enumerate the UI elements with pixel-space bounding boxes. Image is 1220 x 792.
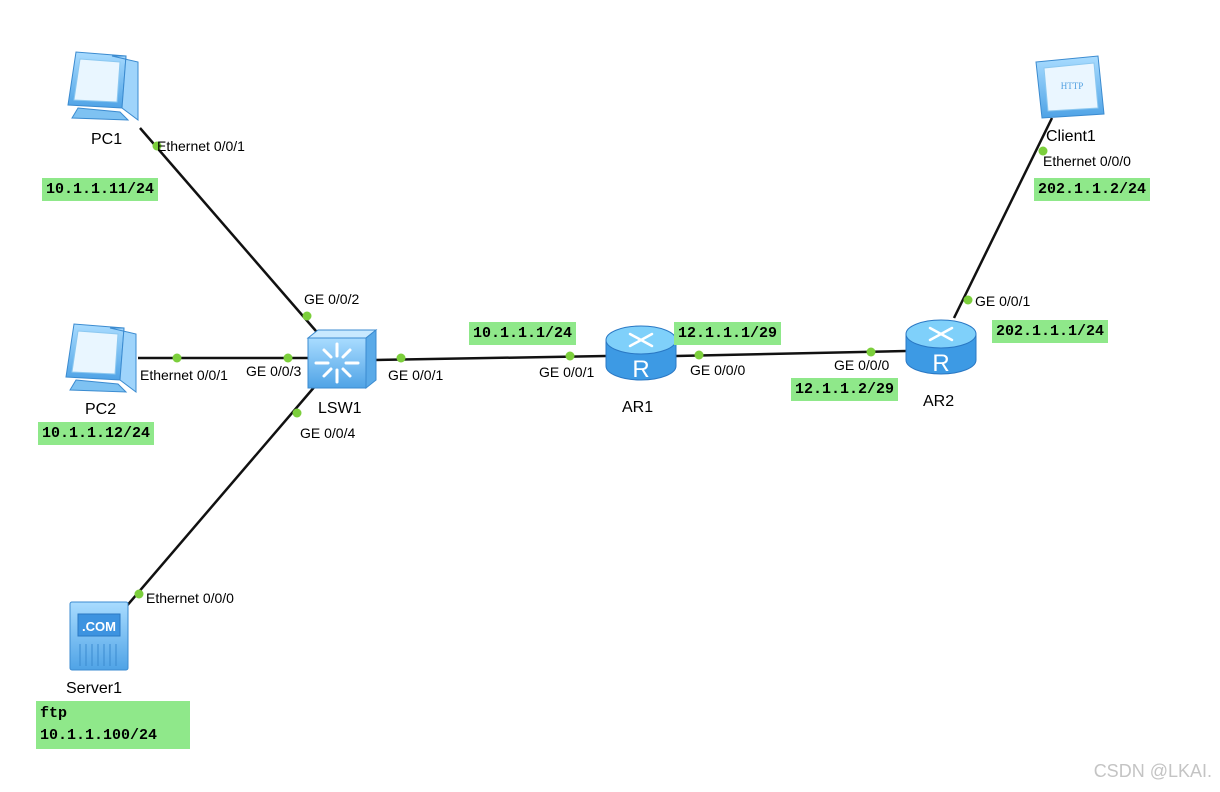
- port-dot-pc2[interactable]: [172, 353, 182, 363]
- port-dot-ar2-g1[interactable]: [963, 295, 973, 305]
- link-ar2-client1[interactable]: [952, 117, 1054, 319]
- pc1-ip-box: 10.1.1.11/24: [42, 178, 159, 201]
- ar2-ip-right-box: 202.1.1.1/24: [992, 320, 1109, 343]
- ar1-label: AR1: [622, 399, 654, 416]
- port-dot-lsw1-g4[interactable]: [292, 408, 302, 418]
- server1-port-label: Ethernet 0/0/0: [146, 590, 234, 606]
- port-dot-pc1[interactable]: [152, 141, 162, 151]
- pc2-ip-box: 10.1.1.12/24: [38, 422, 155, 445]
- client1-label: Client1: [1046, 128, 1096, 145]
- client1-screen-text: HTTP: [1061, 81, 1084, 91]
- ar1-g0-label: GE 0/0/0: [690, 362, 746, 378]
- pc2-label: PC2: [85, 401, 117, 418]
- port-dot-lsw1-g1[interactable]: [396, 353, 406, 363]
- ar1-ip-right-box: 12.1.1.1/29: [674, 322, 782, 345]
- lsw1-g1-label: GE 0/0/1: [388, 367, 444, 383]
- port-dot-ar2-g0[interactable]: [866, 347, 876, 357]
- client1-icon[interactable]: HTTP: [1035, 55, 1105, 119]
- client1-ip-box: 202.1.1.2/24: [1034, 178, 1151, 201]
- ar1-glyph: R: [632, 356, 649, 383]
- server1-label: Server1: [66, 680, 123, 697]
- port-dot-ar1-g1[interactable]: [565, 351, 575, 361]
- server-logo-text: .COM: [82, 619, 116, 634]
- server1-service-text: ftp: [40, 705, 68, 722]
- lsw1-g4-label: GE 0/0/4: [300, 425, 356, 441]
- ar1-icon[interactable]: R: [605, 325, 677, 383]
- client1-port-label: Ethernet 0/0/0: [1043, 153, 1131, 169]
- ar2-icon[interactable]: R: [905, 319, 977, 377]
- server1-icon[interactable]: .COM: [69, 601, 129, 671]
- port-dot-lsw1-g2[interactable]: [302, 311, 312, 321]
- port-dot-client1[interactable]: [1038, 146, 1048, 156]
- port-dot-ar1-g0[interactable]: [694, 350, 704, 360]
- watermark: CSDN @LKAI.: [1093, 761, 1212, 781]
- pc2-icon[interactable]: [65, 323, 137, 393]
- lsw1-g2-label: GE 0/0/2: [304, 291, 360, 307]
- ar2-label: AR2: [923, 393, 955, 410]
- ar1-g1-label: GE 0/0/1: [539, 364, 595, 380]
- link-pc1-lsw1[interactable]: [139, 127, 323, 339]
- ar2-ip-left-box: 12.1.1.2/29: [791, 378, 899, 401]
- pc1-icon[interactable]: [67, 51, 139, 121]
- pc2-port-label: Ethernet 0/0/1: [140, 367, 228, 383]
- port-dots: [134, 141, 1048, 599]
- pc1-label: PC1: [91, 131, 123, 148]
- port-dot-lsw1-g3[interactable]: [283, 353, 293, 363]
- link-server1-lsw1[interactable]: [124, 384, 317, 609]
- lsw1-g3-label: GE 0/0/3: [246, 363, 302, 379]
- port-dot-server1[interactable]: [134, 589, 144, 599]
- server1-ip-text: 10.1.1.100/24: [40, 727, 158, 744]
- ar2-glyph: R: [932, 350, 949, 377]
- lsw1-label: LSW1: [318, 400, 362, 417]
- ar1-ip-left-box: 10.1.1.1/24: [469, 322, 577, 345]
- pc1-port-label: Ethernet 0/0/1: [157, 138, 245, 154]
- lsw1-icon[interactable]: [306, 328, 378, 390]
- server1-ip-box: ftp 10.1.1.100/24: [36, 701, 190, 749]
- ar2-g0-label: GE 0/0/0: [834, 357, 890, 373]
- links: [124, 117, 1054, 609]
- ar2-g1-label: GE 0/0/1: [975, 293, 1031, 309]
